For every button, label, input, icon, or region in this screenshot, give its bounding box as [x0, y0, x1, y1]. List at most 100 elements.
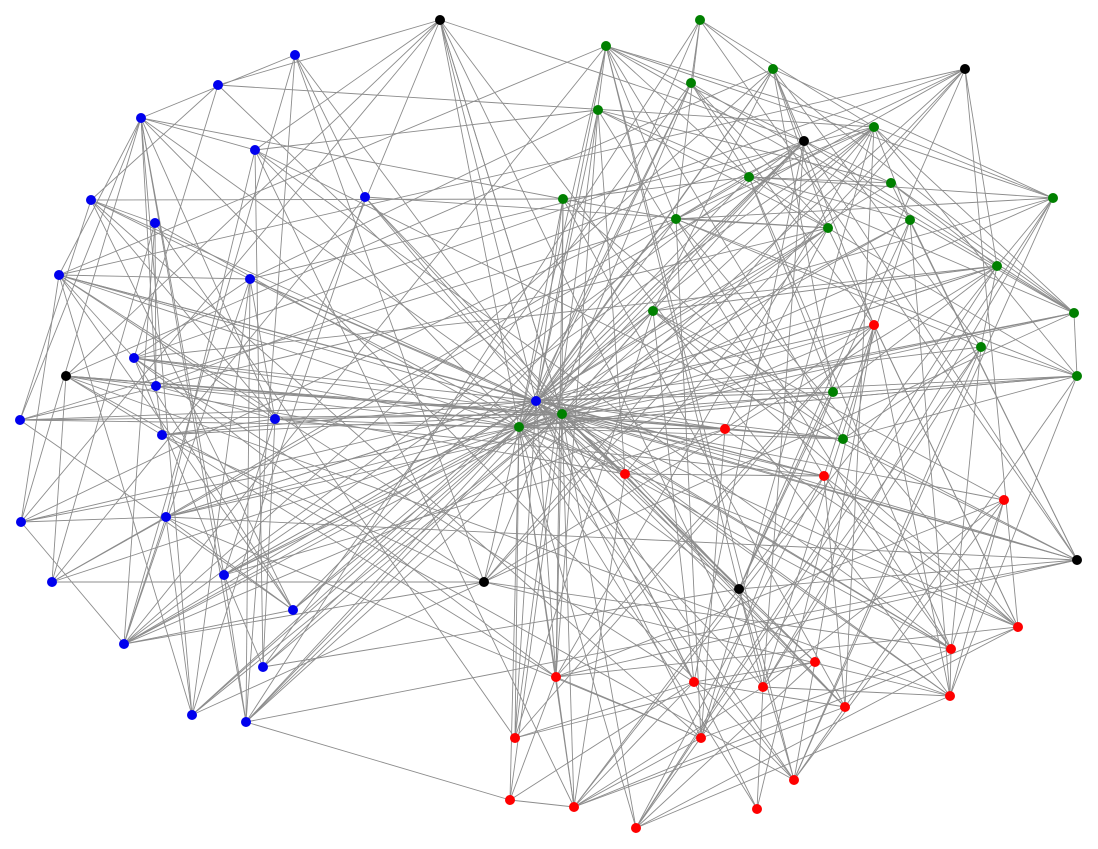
- edge: [223, 574, 264, 668]
- edge: [245, 426, 520, 723]
- edge: [535, 45, 607, 402]
- edge: [514, 310, 654, 739]
- edge: [535, 400, 557, 678]
- node-red: [1013, 622, 1023, 632]
- node-red: [752, 804, 762, 814]
- node-green: [557, 409, 567, 419]
- edge: [949, 375, 1078, 697]
- edge: [249, 109, 599, 280]
- edge: [873, 324, 1019, 628]
- edge: [155, 385, 163, 436]
- edge: [262, 426, 520, 668]
- edge: [90, 84, 219, 201]
- edge: [964, 68, 1019, 628]
- node-red: [840, 702, 850, 712]
- node-blue: [161, 512, 171, 522]
- edge: [573, 265, 998, 808]
- edge: [635, 265, 998, 829]
- edge: [245, 19, 701, 723]
- edge: [123, 324, 875, 645]
- edge: [254, 109, 599, 151]
- edge: [483, 68, 966, 583]
- edge: [19, 117, 142, 421]
- node-blue: [250, 145, 260, 155]
- edge: [20, 68, 966, 523]
- edge: [624, 473, 825, 477]
- node-green: [768, 64, 778, 74]
- edge: [535, 400, 844, 440]
- edge: [514, 661, 816, 739]
- edge: [90, 199, 251, 280]
- edge: [123, 581, 485, 645]
- edge: [140, 117, 564, 200]
- edge: [605, 45, 875, 128]
- edge: [223, 418, 276, 576]
- node-red: [720, 424, 730, 434]
- edge: [483, 126, 875, 583]
- edge: [561, 413, 758, 810]
- edge: [699, 19, 1075, 314]
- edge: [245, 413, 563, 723]
- edge: [535, 227, 829, 402]
- edge: [245, 721, 511, 801]
- edge: [123, 609, 294, 645]
- edge: [294, 54, 485, 583]
- edge: [223, 126, 875, 576]
- edge: [823, 324, 875, 477]
- edge: [165, 516, 193, 716]
- edge: [762, 219, 911, 688]
- edge: [675, 218, 1078, 377]
- node-blue: [129, 353, 139, 363]
- edge: [133, 357, 485, 583]
- node-red: [551, 672, 561, 682]
- edge: [223, 428, 726, 576]
- edge: [154, 222, 516, 739]
- edge: [65, 375, 557, 678]
- edge: [675, 218, 702, 739]
- edge: [140, 117, 225, 576]
- node-black: [479, 577, 489, 587]
- edge: [535, 400, 951, 697]
- node-green: [744, 172, 754, 182]
- edge: [624, 473, 952, 650]
- node-blue: [157, 430, 167, 440]
- edge: [65, 375, 626, 475]
- edge: [58, 274, 825, 477]
- edge: [690, 82, 750, 178]
- edge: [294, 54, 563, 415]
- edge: [555, 676, 575, 808]
- edge: [165, 516, 1078, 561]
- edge: [20, 274, 60, 523]
- edge: [65, 375, 726, 430]
- edge: [561, 197, 1054, 415]
- edge: [483, 426, 520, 583]
- edge: [140, 117, 157, 387]
- edge: [518, 324, 875, 428]
- node-blue: [15, 415, 25, 425]
- edge: [814, 324, 875, 663]
- edge: [635, 626, 1019, 829]
- edge: [573, 681, 695, 808]
- edge: [803, 140, 1075, 314]
- edge: [518, 219, 911, 428]
- edge: [20, 516, 167, 523]
- edge: [535, 400, 795, 781]
- node-blue: [531, 396, 541, 406]
- edge: [65, 19, 441, 377]
- edge: [964, 68, 998, 267]
- edge: [274, 19, 441, 420]
- node-blue: [213, 80, 223, 90]
- edge: [161, 400, 537, 436]
- edge: [693, 661, 816, 683]
- edge: [555, 676, 702, 739]
- edge: [518, 198, 564, 428]
- node-green: [869, 122, 879, 132]
- edge: [123, 68, 774, 645]
- node-green: [823, 223, 833, 233]
- edge: [262, 588, 740, 668]
- edge: [909, 219, 951, 697]
- edge: [509, 681, 695, 801]
- edge: [562, 176, 750, 200]
- edge: [509, 676, 557, 801]
- node-blue: [119, 639, 129, 649]
